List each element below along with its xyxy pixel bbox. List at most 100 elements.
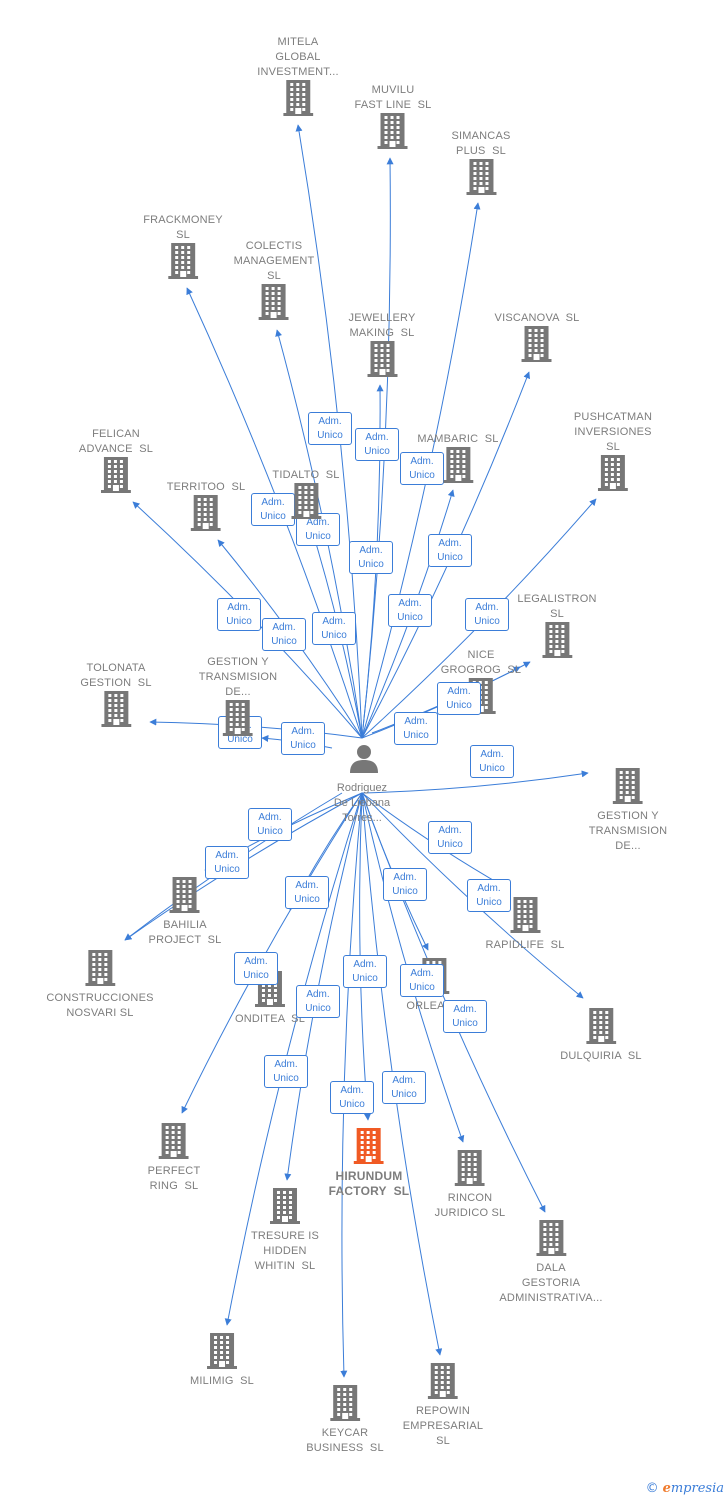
company-label[interactable]: MAMBARIC SL (417, 433, 499, 445)
company-node-legalistron[interactable]: LEGALISTRON SL (517, 592, 596, 663)
role-badge-construcciones[interactable]: Adm.Unico (205, 846, 249, 879)
building-icon[interactable] (259, 284, 289, 325)
building-icon[interactable] (509, 897, 540, 938)
role-badge-simancas[interactable]: Adm.Unico (400, 452, 444, 485)
building-icon[interactable] (353, 1128, 384, 1169)
company-node-rapidlife[interactable]: RAPIDLIFE SL (485, 897, 564, 953)
company-node-simancas[interactable]: SIMANCAS PLUS SL (451, 129, 510, 200)
company-label[interactable]: MITELA GLOBAL INVESTMENT... (257, 36, 339, 78)
building-icon[interactable] (597, 455, 628, 496)
company-node-hirundum[interactable]: HIRUNDUM FACTORY SL (329, 1128, 410, 1199)
building-icon[interactable] (613, 768, 643, 809)
role-badge-tidalto[interactable]: Adm.Unico (312, 612, 356, 645)
role-badge-rincon[interactable]: Adm.Unico (400, 964, 444, 997)
company-label[interactable]: RAPIDLIFE SL (485, 939, 565, 951)
building-icon[interactable] (427, 1363, 458, 1404)
company-label[interactable]: GESTION Y TRANSMISION DE... (588, 810, 668, 852)
company-node-repowin[interactable]: REPOWIN EMPRESARIAL SL (403, 1363, 483, 1449)
company-label[interactable]: COLECTIS MANAGEMENT SL (233, 240, 315, 282)
company-label[interactable]: TOLONATA GESTION SL (80, 662, 152, 689)
company-node-perfect[interactable]: PERFECT RING SL (148, 1123, 201, 1194)
company-label[interactable]: PERFECT RING SL (147, 1165, 201, 1192)
building-icon[interactable] (443, 447, 473, 488)
company-label[interactable]: KEYCAR BUSINESS SL (306, 1427, 384, 1454)
role-badge-muvilu[interactable]: Adm.Unico (355, 428, 399, 461)
company-label[interactable]: PUSHCATMAN INVERSIONES SL (573, 411, 653, 453)
role-badge-jewellery[interactable]: Adm.Unico (349, 541, 393, 574)
company-label[interactable]: SIMANCAS PLUS SL (451, 130, 511, 157)
center-person-label[interactable]: Rodriguez De Liebana Torres... (333, 782, 391, 824)
company-label[interactable]: ONDITEA SL (234, 1013, 306, 1025)
role-badge-onditea[interactable]: Adm.Unico (285, 876, 329, 909)
company-node-bahilia[interactable]: BAHILIA PROJECT SL (149, 877, 222, 948)
role-badge-perfect[interactable]: Adm.Unico (234, 952, 278, 985)
role-badge-legalistron[interactable]: Adm.Unico (394, 712, 438, 745)
company-node-dala[interactable]: DALA GESTORIA ADMINISTRATIVA... (499, 1220, 602, 1306)
company-node-keycar[interactable]: KEYCAR BUSINESS SL (306, 1385, 384, 1456)
role-badge-gestion1[interactable]: Adm.Unico (281, 722, 325, 755)
building-icon[interactable] (100, 457, 131, 498)
company-label[interactable]: VISCANOVA SL (494, 312, 580, 324)
company-label[interactable]: BAHILIA PROJECT SL (148, 919, 222, 946)
company-label[interactable]: NICE GROGROG SL (440, 649, 522, 676)
role-badge-felican[interactable]: Adm.Unico (217, 598, 261, 631)
building-icon[interactable] (377, 113, 408, 154)
company-node-colectis[interactable]: COLECTIS MANAGEMENT SL (234, 239, 315, 325)
building-icon[interactable] (535, 1220, 566, 1261)
role-badge-dulquiria[interactable]: Adm.Unico (467, 879, 511, 912)
role-badge-tresure[interactable]: Adm.Unico (296, 985, 340, 1018)
role-badge-mambaric[interactable]: Adm.Unico (388, 594, 432, 627)
building-icon[interactable] (159, 1123, 189, 1164)
role-badge-hirundum[interactable]: Adm.Unico (343, 955, 387, 988)
role-badge-frackmoney[interactable]: Adm.Unico (251, 493, 295, 526)
company-node-pushcatman[interactable]: PUSHCATMAN INVERSIONES SL (574, 410, 652, 496)
building-icon[interactable] (269, 1188, 300, 1229)
company-label[interactable]: FRACKMONEY SL (143, 214, 223, 241)
role-badge-dala[interactable]: Adm.Unico (443, 1000, 487, 1033)
company-label[interactable]: JEWELLERY MAKING SL (348, 312, 416, 339)
building-icon[interactable] (541, 622, 572, 663)
company-node-gestion2[interactable]: GESTION Y TRANSMISION DE... (589, 768, 668, 854)
building-icon[interactable] (101, 691, 131, 732)
company-node-mitela[interactable]: MITELA GLOBAL INVESTMENT... (257, 35, 339, 121)
company-node-tolonata[interactable]: TOLONATA GESTION SL (80, 661, 151, 732)
role-badge-territoo[interactable]: Adm.Unico (262, 618, 306, 651)
company-node-tresure[interactable]: TRESURE IS HIDDEN WHITIN SL (251, 1188, 319, 1274)
building-icon[interactable] (207, 1333, 237, 1374)
company-label[interactable]: DALA GESTORIA ADMINISTRATIVA... (499, 1262, 603, 1304)
role-badge-bahilia[interactable]: Adm.Unico (248, 808, 292, 841)
company-label[interactable]: LEGALISTRON SL (517, 593, 597, 620)
building-icon[interactable] (223, 700, 253, 741)
role-badge-rapidlife[interactable]: Adm.Unico (428, 821, 472, 854)
company-node-construcciones[interactable]: CONSTRUCCIONES NOSVARI SL (46, 950, 153, 1021)
building-icon[interactable] (366, 341, 397, 382)
company-node-viscanova[interactable]: VISCANOVA SL (495, 311, 580, 367)
company-label[interactable]: FELICAN ADVANCE SL (78, 428, 154, 455)
role-badge-mitela[interactable]: Adm.Unico (308, 412, 352, 445)
company-node-dulquiria[interactable]: DULQUIRIA SL (560, 1008, 642, 1064)
role-badge-repowin[interactable]: Adm.Unico (382, 1071, 426, 1104)
person-icon[interactable] (349, 743, 379, 773)
role-badge-nicegrogrog[interactable]: Adm.Unico (437, 682, 481, 715)
role-badge-pushcatman[interactable]: Adm.Unico (465, 598, 509, 631)
role-badge-keycar[interactable]: Adm.Unico (330, 1081, 374, 1114)
company-node-rincon[interactable]: RINCON JURIDICO SL (435, 1150, 506, 1221)
building-icon[interactable] (85, 950, 115, 991)
company-node-milimig[interactable]: MILIMIG SL (190, 1333, 254, 1389)
building-icon[interactable] (190, 495, 221, 536)
building-icon[interactable] (522, 326, 552, 367)
building-icon[interactable] (586, 1008, 616, 1049)
building-icon[interactable] (170, 877, 200, 918)
company-node-gestion1[interactable]: GESTION Y TRANSMISION DE... (199, 655, 278, 741)
company-node-felican[interactable]: FELICAN ADVANCE SL (79, 427, 153, 498)
company-label[interactable]: CONSTRUCCIONES NOSVARI SL (46, 992, 154, 1019)
company-label[interactable]: HIRUNDUM FACTORY SL (328, 1169, 410, 1198)
building-icon[interactable] (466, 159, 496, 200)
company-node-frackmoney[interactable]: FRACKMONEY SL (143, 213, 223, 284)
company-label[interactable]: TRESURE IS HIDDEN WHITIN SL (250, 1230, 320, 1272)
company-label[interactable]: MUVILU FAST LINE SL (354, 84, 432, 111)
company-label[interactable]: MILIMIG SL (190, 1375, 254, 1387)
company-node-tidalto[interactable]: TIDALTO SL (272, 468, 339, 524)
building-icon[interactable] (329, 1385, 360, 1426)
company-label[interactable]: TERRITOO SL (166, 481, 246, 493)
